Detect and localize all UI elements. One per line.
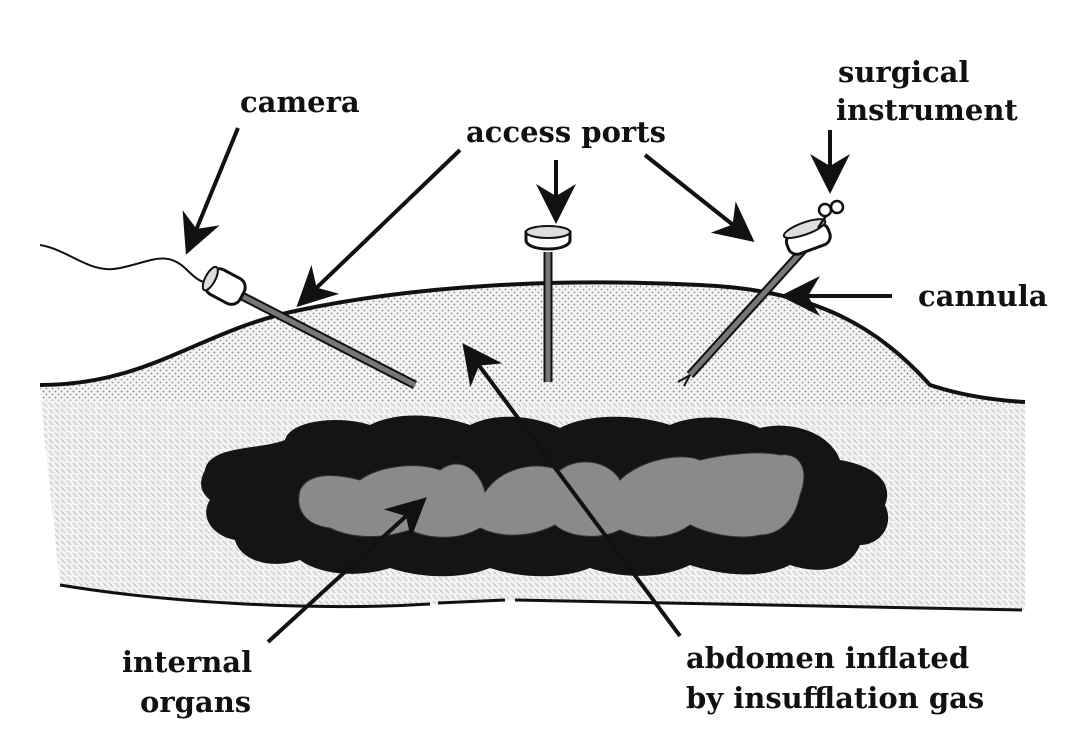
label-instrument: instrument	[836, 93, 1018, 127]
arrow-access-port-right	[643, 153, 755, 242]
label-abdomen-inflated: abdomen inflated	[686, 641, 969, 675]
middle-port-cap	[524, 225, 572, 251]
lower-boundary	[59, 583, 1023, 612]
label-insufflation-gas: by insufflation gas	[686, 681, 984, 715]
camera-head	[201, 265, 247, 306]
label-organs: organs	[140, 685, 251, 719]
arrow-abdomen-inflated	[462, 343, 682, 638]
label-access-ports: access ports	[466, 115, 666, 149]
label-cannula: cannula	[918, 279, 1048, 313]
arrow-camera	[182, 127, 240, 255]
scissors-handle-icon	[816, 199, 845, 229]
arrow-internal-organs	[266, 497, 427, 644]
skin-outline	[39, 280, 1026, 404]
arrow-access-port-left	[296, 148, 462, 308]
instrument-tip	[677, 374, 691, 387]
camera-cable	[39, 244, 209, 284]
instrument-port-cap	[782, 218, 832, 256]
label-camera: camera	[240, 85, 360, 119]
label-internal: internal	[122, 645, 252, 679]
label-surgical: surgical	[838, 55, 969, 89]
